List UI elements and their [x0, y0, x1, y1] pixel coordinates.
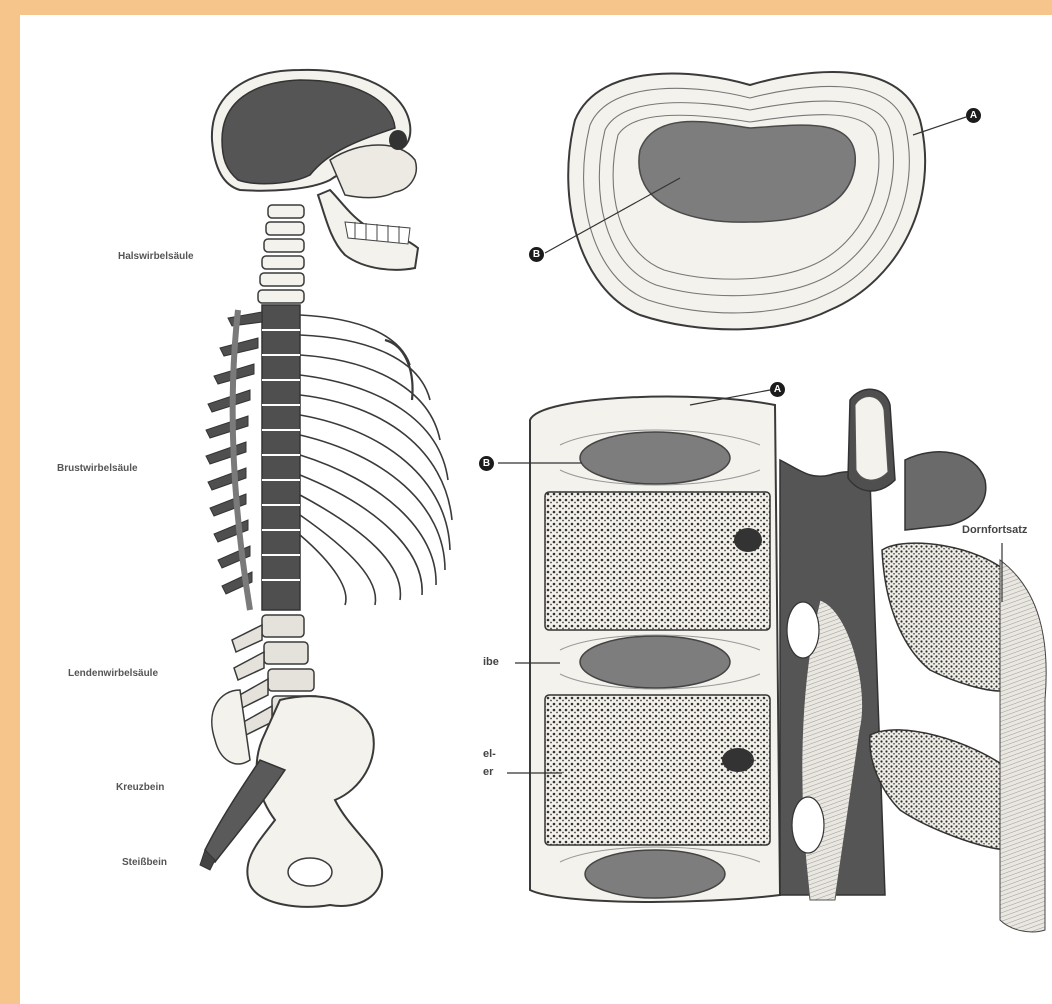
- partial-body-label-line2: er: [483, 766, 493, 778]
- label-sacrum: Kreuzbein: [116, 782, 164, 793]
- partial-disc-label: ibe: [483, 656, 499, 668]
- label-coccyx: Steißbein: [122, 857, 167, 868]
- section-marker-a: A: [770, 382, 785, 397]
- label-cervical-spine: Halswirbelsäule: [118, 251, 194, 262]
- dornfortsatz-label: Dornfortsatz: [962, 524, 1027, 536]
- label-lumbar-spine: Lendenwirbelsäule: [68, 668, 158, 679]
- section-marker-b: B: [479, 456, 494, 471]
- partial-body-label-line1: el-: [483, 748, 496, 760]
- spinal-canal: [780, 460, 885, 900]
- label-thoracic-spine: Brustwirbelsäule: [57, 463, 138, 474]
